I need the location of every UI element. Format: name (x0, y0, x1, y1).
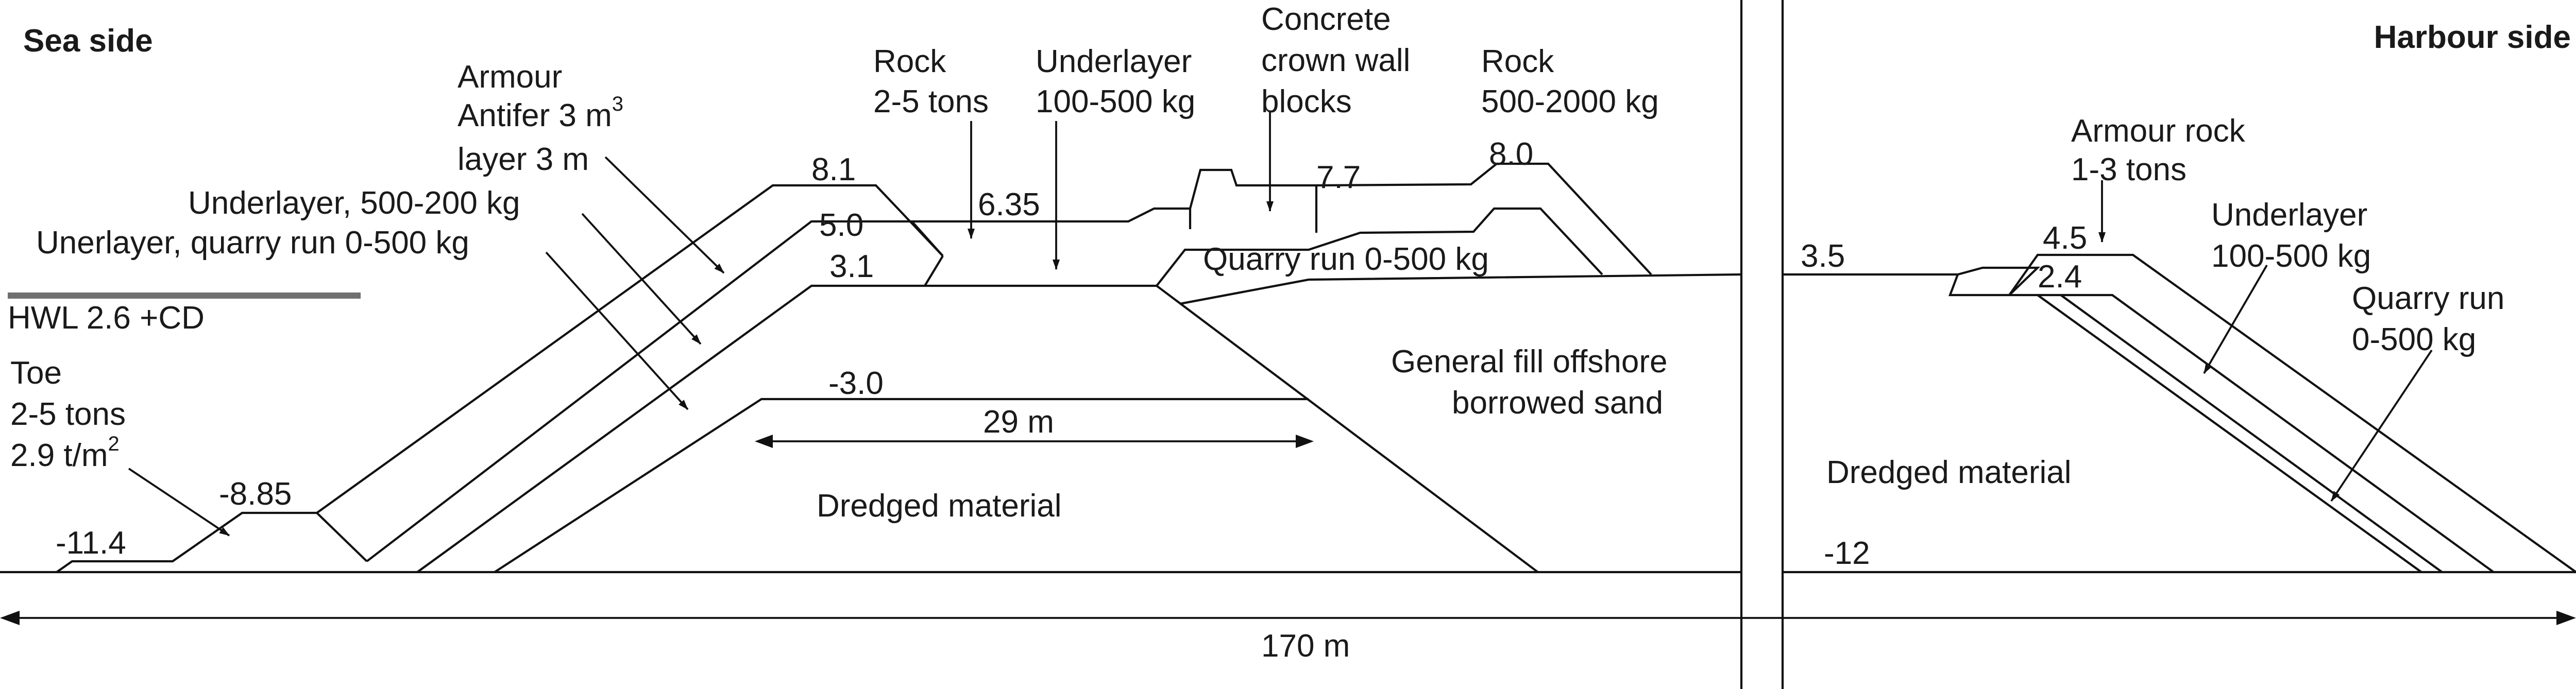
level-harbour-armour: 4.5 (2043, 220, 2087, 256)
quarry-leader-arrow (545, 251, 689, 410)
level-wall-top: 7.7 (1316, 160, 1361, 195)
armour-label: Armour Antifer 3 m3 layer 3 m (457, 59, 623, 177)
harbour-toe-block (1948, 266, 2041, 297)
level-harbour-ground: 3.5 (1801, 238, 1845, 274)
level-underlayer-top: 5.0 (819, 208, 863, 243)
toe-label-line3-sup: 2 (108, 433, 120, 455)
dredged-left-label: Dredged material (817, 488, 1062, 524)
general-fill-label: General fill offshore borrowed sand (1391, 344, 1667, 421)
crest-underlayer-line (925, 207, 1603, 287)
underlayer-harbour-label: Underlayer 100-500 kg (2211, 197, 2371, 274)
underlayer-leader-arrow (581, 213, 702, 345)
fill-width-arrowhead-left (755, 435, 773, 448)
fill-width-arrowhead-right (1296, 435, 1314, 448)
rock-berm-label-line1: Rock (873, 44, 946, 79)
armour-harbour-label: Armour rock 1-3 tons (2071, 113, 2246, 187)
armour-label-line2-sup: 3 (612, 93, 623, 115)
armour-harbour-label-line2: 1-3 tons (2071, 152, 2187, 187)
harbour-underlayer-outline (2009, 294, 2495, 573)
fill-core-right-slope (1156, 285, 1539, 573)
toe-label-line3-text: 2.9 t/m (10, 438, 108, 473)
toe-berm-line (316, 512, 368, 562)
total-width-arrowhead-left (0, 611, 20, 625)
armour-label-line3: layer 3 m (457, 142, 589, 177)
underlayer-sea-label: Underlayer, 500-200 kg (188, 185, 520, 221)
quarry-harbour-label-line1: Quarry run (2352, 281, 2504, 316)
level-harbour-seabed: -12 (1824, 536, 1870, 571)
level-rock-berm: 6.35 (978, 187, 1040, 222)
rock-berm-label-line2: 2-5 tons (873, 84, 989, 119)
underlayer-crest-label-line1: Underlayer (1036, 44, 1192, 79)
underlayer-crest-label-line2: 100-500 kg (1036, 84, 1195, 119)
underlayer-harbour-leader-arrow (2203, 265, 2268, 374)
underlayer-crest-label: Underlayer 100-500 kg (1036, 44, 1195, 119)
level-quarry-top: 3.1 (829, 249, 874, 284)
rock-berm-label: Rock 2-5 tons (873, 44, 989, 119)
level-toe-top: -8.85 (219, 476, 292, 512)
crown-wall-label-line2: crown wall (1261, 43, 1410, 78)
armour-label-line1: Armour (457, 59, 562, 95)
rear-rock-label-line1: Rock (1481, 44, 1554, 79)
crown-wall-label-line1: Concrete (1261, 2, 1391, 37)
quarry-run-bottom (1179, 273, 1742, 305)
harbour-quarry-outline (2060, 294, 2443, 573)
level-harbour-under: 2.4 (2038, 259, 2082, 295)
quarry-harbour-label-line2: 0-500 kg (2352, 322, 2476, 357)
level-toe-bottom: -11.4 (56, 525, 126, 561)
hwl-label: HWL 2.6 +CD (8, 300, 205, 336)
dredged-right-label: Dredged material (1826, 455, 2072, 490)
harbour-side-header: Harbour side (2374, 20, 2571, 55)
toe-label-line3: 2.9 t/m2 (10, 433, 120, 473)
armour-label-line2-text: Antifer 3 m (457, 98, 612, 133)
underlayer-harbour-label-line2: 100-500 kg (2211, 238, 2371, 274)
fill-core-outline (494, 398, 1309, 573)
general-fill-label-line1: General fill offshore (1391, 344, 1667, 380)
quarry-underlayer-outline (416, 255, 944, 573)
crown-wall-label-line3: blocks (1261, 84, 1352, 119)
fill-width-label: 29 m (983, 404, 1054, 440)
rear-rock-label: Rock 500-2000 kg (1481, 44, 1659, 119)
sea-side-header: Sea side (23, 23, 153, 59)
general-fill-label-line2: borrowed sand (1452, 385, 1663, 421)
toe-label: Toe 2-5 tons 2.9 t/m2 (10, 355, 126, 473)
harbour-core-outline (2037, 294, 2422, 573)
total-width-arrowhead-right (2556, 611, 2576, 625)
rear-rock-label-line2: 500-2000 kg (1481, 84, 1659, 119)
toe-label-line1: Toe (10, 355, 62, 391)
crown-wall-label: Concrete crown wall blocks (1261, 2, 1410, 119)
armour-harbour-label-line1: Armour rock (2071, 113, 2246, 149)
level-rear-rock: 8.0 (1489, 136, 1533, 172)
level-crest-armour: 8.1 (811, 152, 856, 187)
underlayer-harbour-label-line1: Underlayer (2211, 197, 2367, 233)
quarry-core-label: Quarry run 0-500 kg (1203, 242, 1489, 277)
harbour-armour-outline (2008, 253, 2576, 573)
toe-label-line2: 2-5 tons (10, 397, 126, 432)
crest-berm-line (912, 162, 1652, 275)
quarry-harbour-label: Quarry run 0-500 kg (2352, 281, 2504, 357)
underlayer-outline (366, 220, 944, 562)
armour-label-line2: Antifer 3 m3 (457, 93, 623, 133)
quarry-sea-label: Unerlayer, quarry run 0-500 kg (36, 225, 469, 261)
quarry-harbour-leader-arrow (2330, 349, 2433, 502)
armour-leader-arrow (604, 156, 725, 274)
level-fill-top: -3.0 (828, 366, 884, 401)
total-width-label: 170 m (1261, 628, 1350, 664)
toe-leader-arrow (128, 468, 230, 537)
